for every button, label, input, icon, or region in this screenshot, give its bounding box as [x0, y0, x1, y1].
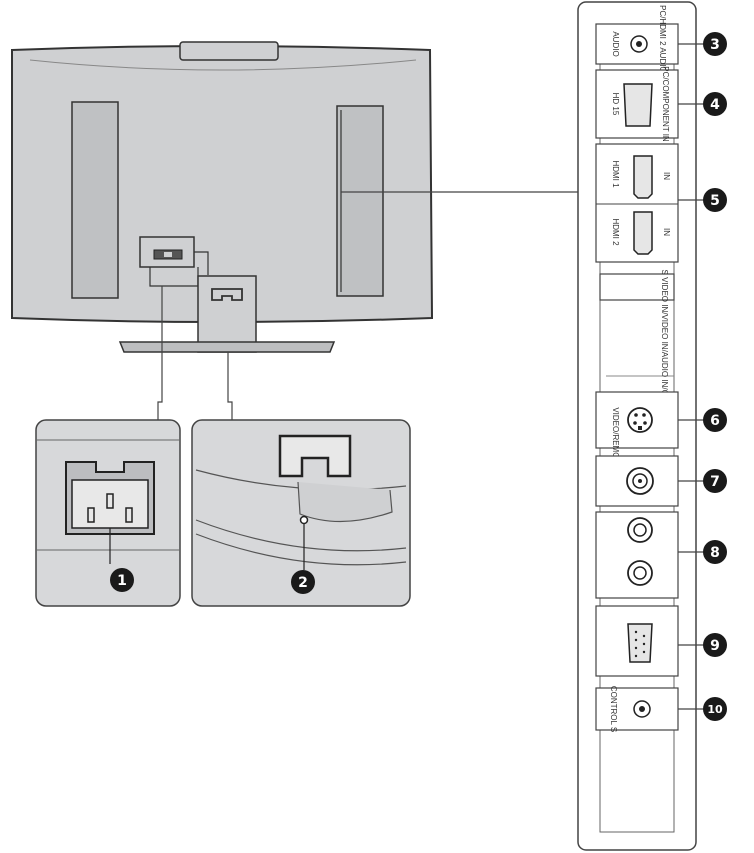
hd15-label: HD 15	[611, 93, 620, 116]
callout-3: 3	[703, 32, 727, 56]
callout-5: 5	[703, 188, 727, 212]
callout-9: 9	[703, 633, 727, 657]
callout-1-text: 1	[117, 573, 127, 589]
control-s-label: CONTROL S	[609, 686, 618, 732]
callout-7-text: 7	[710, 474, 720, 490]
callout-2-text: 2	[298, 575, 308, 591]
stand-neck	[197, 275, 257, 353]
stand-base	[118, 341, 336, 353]
hdmi-2-label: HDMI 2	[611, 218, 620, 246]
callout-5-text: 5	[710, 193, 720, 209]
av-block	[599, 273, 675, 301]
tv-top-handle	[179, 41, 279, 61]
side-connector-panel: AUDIO PC/HDMI 2 AUDIO IN HD 15 PC/COMPON…	[577, 1, 704, 851]
callout-8-text: 8	[710, 545, 720, 561]
callout-3-text: 3	[710, 37, 720, 53]
callout-4-text: 4	[710, 97, 720, 113]
inset-ac-power-inlet	[35, 419, 181, 607]
callout-2: 2	[291, 570, 315, 594]
cable-holder-small	[211, 288, 243, 301]
left-grip-recess	[71, 101, 119, 299]
audio-label: AUDIO	[611, 31, 620, 56]
hdmi-1-label: HDMI 1	[611, 160, 620, 188]
hd15-pc-component-port[interactable]	[623, 83, 653, 127]
callout-1: 1	[110, 568, 134, 592]
callout-4: 4	[703, 92, 727, 116]
hdmi-2-port[interactable]	[633, 211, 653, 255]
callout-7: 7	[703, 469, 727, 493]
cable-holder-hook	[278, 434, 352, 478]
video-remote-label: VIDEO/REMOTE	[611, 407, 620, 468]
tv-rear-view	[11, 41, 588, 353]
hd15-sublabel: PC/COMPONENT IN	[661, 66, 670, 142]
audio-sublabel: PC/HDMI 2 AUDIO IN	[658, 5, 667, 83]
inset-stand-cable-holder	[191, 419, 411, 607]
hdmi-2-in-label: IN	[662, 228, 671, 236]
right-grip-recess	[336, 105, 384, 297]
av-io-label: S VIDEO IN/VIDEO IN/AUDIO IN/OUT	[660, 270, 669, 407]
hdmi-1-port[interactable]	[633, 155, 653, 199]
s-video-in-jack[interactable]	[627, 407, 653, 433]
callout-8: 8	[703, 540, 727, 564]
callout-6: 6	[703, 408, 727, 432]
callout-10-text: 10	[707, 703, 723, 716]
stand-screw-hole	[299, 515, 309, 525]
callout-10: 10	[703, 697, 727, 721]
callout-9-text: 9	[710, 638, 720, 654]
callout-6-text: 6	[710, 413, 720, 429]
rs232c-port[interactable]	[627, 623, 653, 663]
hdmi-1-in-label: IN	[662, 172, 671, 180]
